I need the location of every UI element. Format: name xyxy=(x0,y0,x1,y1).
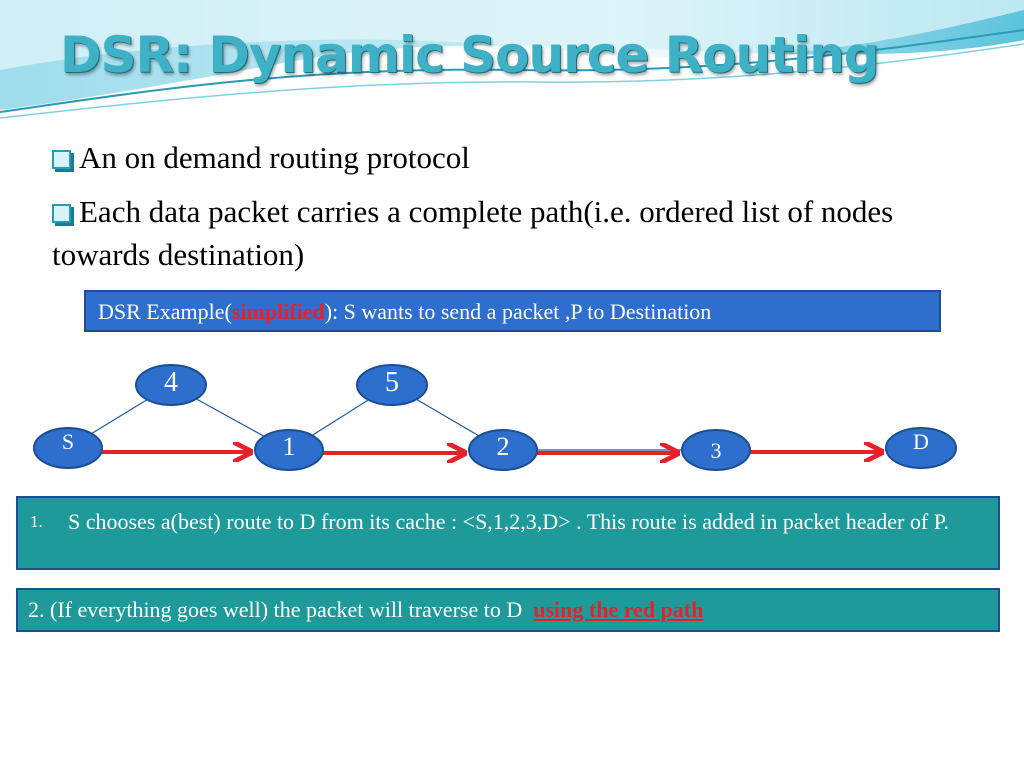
node-shape xyxy=(356,364,428,406)
node-label: 3 xyxy=(711,438,722,463)
node-1: 1 xyxy=(254,429,324,471)
example-suffix: ): S wants to send a packet ,P to Destin… xyxy=(324,299,712,324)
checkbox-bullet-icon xyxy=(52,204,71,223)
node-shape xyxy=(468,429,538,471)
node-label: 2 xyxy=(497,432,510,461)
bullet-text: Each data packet carries a complete path… xyxy=(52,194,894,272)
checkbox-bullet-icon xyxy=(52,150,71,169)
step-2-box: 2. (If everything goes well) the packet … xyxy=(16,588,1000,632)
node-label: 4 xyxy=(164,367,178,398)
network-diagram: S 1 2 3 D 4 5 xyxy=(33,364,957,471)
node-3: 3 xyxy=(681,429,751,471)
node-S: S xyxy=(33,427,103,469)
node-5: 5 xyxy=(356,364,428,406)
step-2-text: 2. (If everything goes well) the packet … xyxy=(28,597,523,622)
example-caption-box: DSR Example(simplified): S wants to send… xyxy=(84,290,941,332)
node-label: 5 xyxy=(385,367,399,398)
header-wave-decoration xyxy=(0,0,1024,119)
node-4: 4 xyxy=(135,364,207,406)
node-label: 1 xyxy=(283,432,296,461)
step-2-highlight: using the red path xyxy=(533,597,704,622)
node-2: 2 xyxy=(468,429,538,471)
node-shape xyxy=(885,427,957,469)
bullet-text: An on demand routing protocol xyxy=(79,140,470,175)
node-shape xyxy=(254,429,324,471)
example-prefix: DSR Example( xyxy=(98,299,232,324)
step-1-number: 1. xyxy=(30,512,43,531)
node-shape xyxy=(135,364,207,406)
node-shape xyxy=(681,429,751,471)
node-label: D xyxy=(913,429,929,454)
node-D: D xyxy=(885,427,957,469)
bullet-item: Each data packet carries a complete path… xyxy=(52,190,992,276)
slide-title: DSR: Dynamic Source Routing xyxy=(60,26,880,84)
node-shape xyxy=(33,427,103,469)
node-label: S xyxy=(62,429,74,454)
step-1-box: 1. S chooses a(best) route to D from its… xyxy=(16,496,1000,570)
example-highlight: simplified xyxy=(231,299,325,324)
step-1-text: S chooses a(best) route to D from its ca… xyxy=(68,509,949,534)
bullet-item: An on demand routing protocol xyxy=(52,136,952,179)
